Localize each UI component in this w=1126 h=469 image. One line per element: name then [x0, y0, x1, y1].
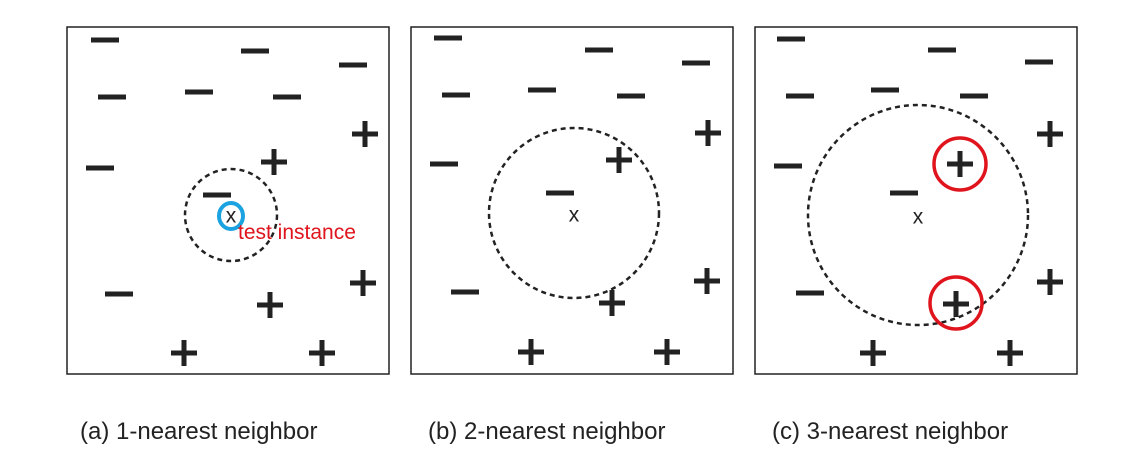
- positive-instance: [695, 120, 721, 146]
- positive-instance: [518, 339, 544, 365]
- negative-instance: [528, 87, 556, 93]
- neighborhood-circle: [487, 126, 661, 300]
- negative-instance: [1025, 59, 1053, 65]
- positive-instance: [599, 290, 625, 316]
- negative-instance: [796, 290, 824, 296]
- caption-1-nearest: (a) 1-nearest neighbor: [80, 418, 318, 445]
- negative-instance: [241, 48, 269, 54]
- positive-instance: [1037, 121, 1063, 147]
- negative-instance: [430, 161, 458, 167]
- negative-instance: [442, 92, 470, 98]
- negative-instance: [185, 89, 213, 95]
- neighborhood-circle: [806, 103, 1030, 327]
- negative-instance: [86, 165, 114, 171]
- test-point-label: x: [569, 204, 580, 227]
- negative-instance: [777, 36, 805, 42]
- positive-instance: [171, 340, 197, 366]
- negative-instance: [546, 190, 574, 196]
- negative-instance: [91, 37, 119, 43]
- caption-2-nearest: (b) 2-nearest neighbor: [428, 418, 666, 445]
- positive-instance: [606, 147, 632, 173]
- panel-frame: [66, 26, 390, 375]
- negative-instance: [203, 192, 231, 198]
- positive-instance: [1037, 269, 1063, 295]
- neighborhood-circle: [183, 167, 279, 263]
- negative-instance: [434, 35, 462, 41]
- positive-instance: [257, 292, 283, 318]
- panel-frame: [410, 26, 734, 375]
- positive-instance: [943, 291, 969, 317]
- test-point-ring: [217, 201, 245, 231]
- positive-instance: [860, 340, 886, 366]
- panel-frame: [754, 26, 1078, 375]
- negative-instance: [585, 47, 613, 53]
- negative-instance: [960, 93, 988, 99]
- positive-instance: [654, 339, 680, 365]
- panel-b: x: [410, 26, 734, 375]
- positive-instance: [309, 340, 335, 366]
- negative-instance: [98, 94, 126, 100]
- negative-instance: [786, 93, 814, 99]
- test-point-label: x: [913, 206, 924, 229]
- negative-instance: [105, 291, 133, 297]
- nearest-neighbor-ring: [928, 275, 984, 331]
- negative-instance: [451, 289, 479, 295]
- negative-instance: [682, 60, 710, 66]
- positive-instance: [694, 268, 720, 294]
- positive-instance: [261, 149, 287, 175]
- test-point-label: x: [226, 205, 237, 228]
- negative-instance: [871, 87, 899, 93]
- positive-instance: [352, 121, 378, 147]
- negative-instance: [774, 163, 802, 169]
- negative-instance: [928, 47, 956, 53]
- nearest-neighbor-ring: [932, 136, 988, 192]
- panel-c: x: [754, 26, 1078, 375]
- positive-instance: [350, 270, 376, 296]
- test-instance-annotation: test instance: [238, 221, 356, 244]
- negative-instance: [273, 94, 301, 100]
- negative-instance: [890, 190, 918, 196]
- caption-3-nearest: (c) 3-nearest neighbor: [772, 418, 1009, 445]
- positive-instance: [947, 151, 973, 177]
- positive-instance: [997, 340, 1023, 366]
- negative-instance: [339, 62, 367, 68]
- negative-instance: [617, 93, 645, 99]
